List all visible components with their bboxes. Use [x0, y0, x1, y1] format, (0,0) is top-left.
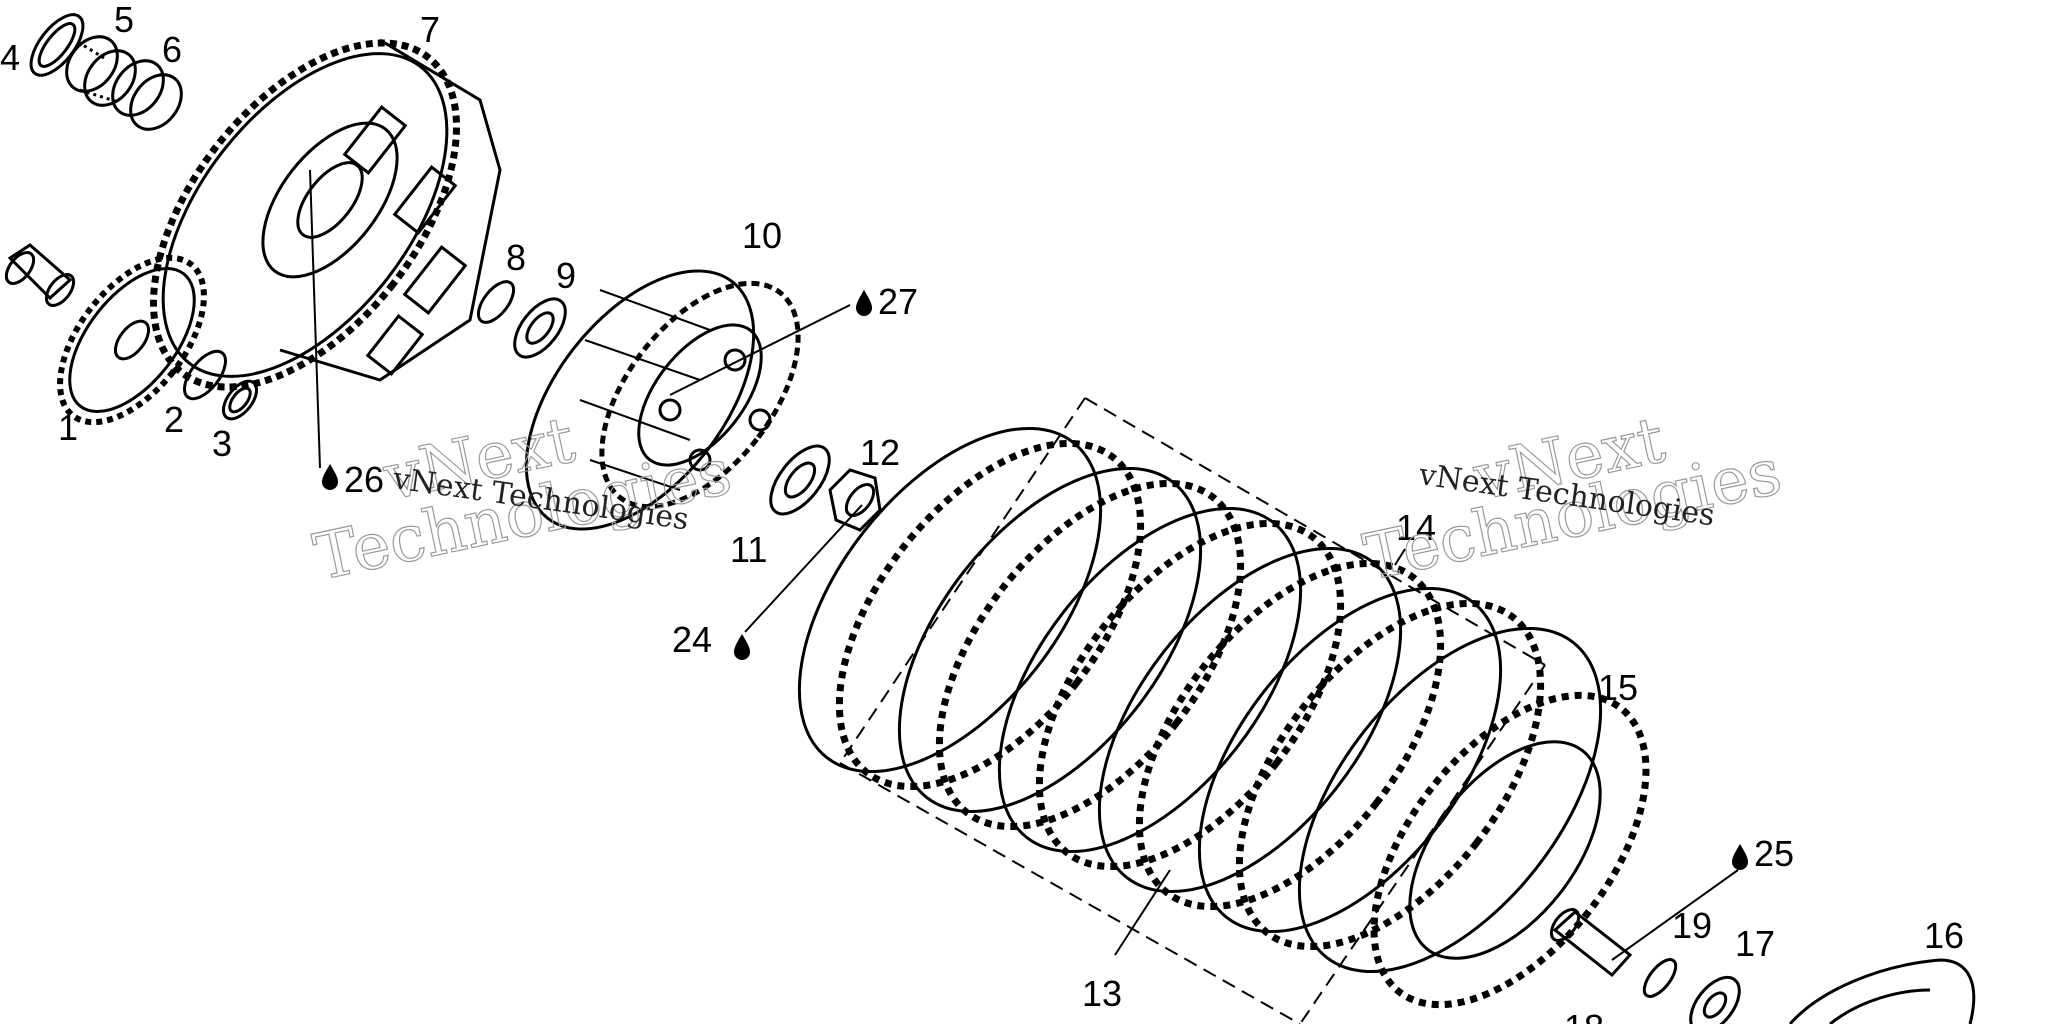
part-3-collar — [221, 379, 259, 421]
callout-10: 10 — [742, 215, 782, 256]
part-17-bearing — [1689, 975, 1741, 1024]
callout-7: 7 — [420, 9, 440, 50]
part-1-gear — [4, 243, 207, 426]
callout-1: 1 — [58, 407, 78, 448]
part-12-nut — [828, 468, 882, 532]
part-15-pressure-plate — [1370, 691, 1650, 1009]
callout-6: 6 — [162, 29, 182, 70]
part-11-washer — [769, 444, 831, 516]
oil-drop-icon — [322, 464, 338, 490]
part-5-bearing — [65, 35, 137, 107]
oil-drop-icon — [856, 290, 872, 316]
callout-2: 2 — [164, 399, 184, 440]
callout-4: 4 — [0, 37, 20, 78]
callout-27: 27 — [878, 281, 918, 322]
part-19-washer — [1642, 958, 1678, 998]
callout-8: 8 — [506, 237, 526, 278]
oil-drop-icon — [734, 634, 750, 660]
callout-12: 12 — [860, 432, 900, 473]
callout-9: 9 — [556, 255, 576, 296]
oil-drop-icon — [1732, 844, 1748, 870]
callout-labels: 1 2 3 4 5 6 7 8 9 10 11 12 13 14 15 16 1… — [0, 0, 1964, 1024]
callout-13: 13 — [1082, 973, 1122, 1014]
callout-3: 3 — [212, 423, 232, 464]
part-13-14-plate-stack — [797, 426, 1603, 974]
callout-24: 24 — [672, 619, 712, 660]
part-6-bearing — [111, 59, 183, 131]
callout-15: 15 — [1598, 667, 1638, 708]
callout-26: 26 — [344, 459, 384, 500]
callout-19: 19 — [1672, 905, 1712, 946]
parts-illustration — [4, 13, 1976, 1024]
oil-drop-icons — [322, 290, 1748, 870]
part-16-cover — [1788, 958, 1976, 1024]
callout-11: 11 — [730, 529, 767, 570]
part-2-washer — [183, 349, 227, 401]
callout-16: 16 — [1924, 915, 1964, 956]
callout-18: 18 — [1564, 1007, 1604, 1024]
part-8-ring — [476, 280, 516, 324]
part-18-push-rod — [1549, 908, 1633, 978]
leader-lines — [309, 169, 1739, 961]
part-10-clutch-hub — [524, 269, 801, 531]
part-7-clutch-basket — [150, 38, 502, 391]
callout-5: 5 — [114, 0, 134, 40]
watermark-right: vNext Technologies vNext Technologies — [1357, 403, 1788, 597]
callout-14: 14 — [1396, 507, 1436, 548]
callout-17: 17 — [1735, 923, 1775, 964]
part-9-washer — [513, 297, 567, 359]
callout-25: 25 — [1754, 833, 1794, 874]
